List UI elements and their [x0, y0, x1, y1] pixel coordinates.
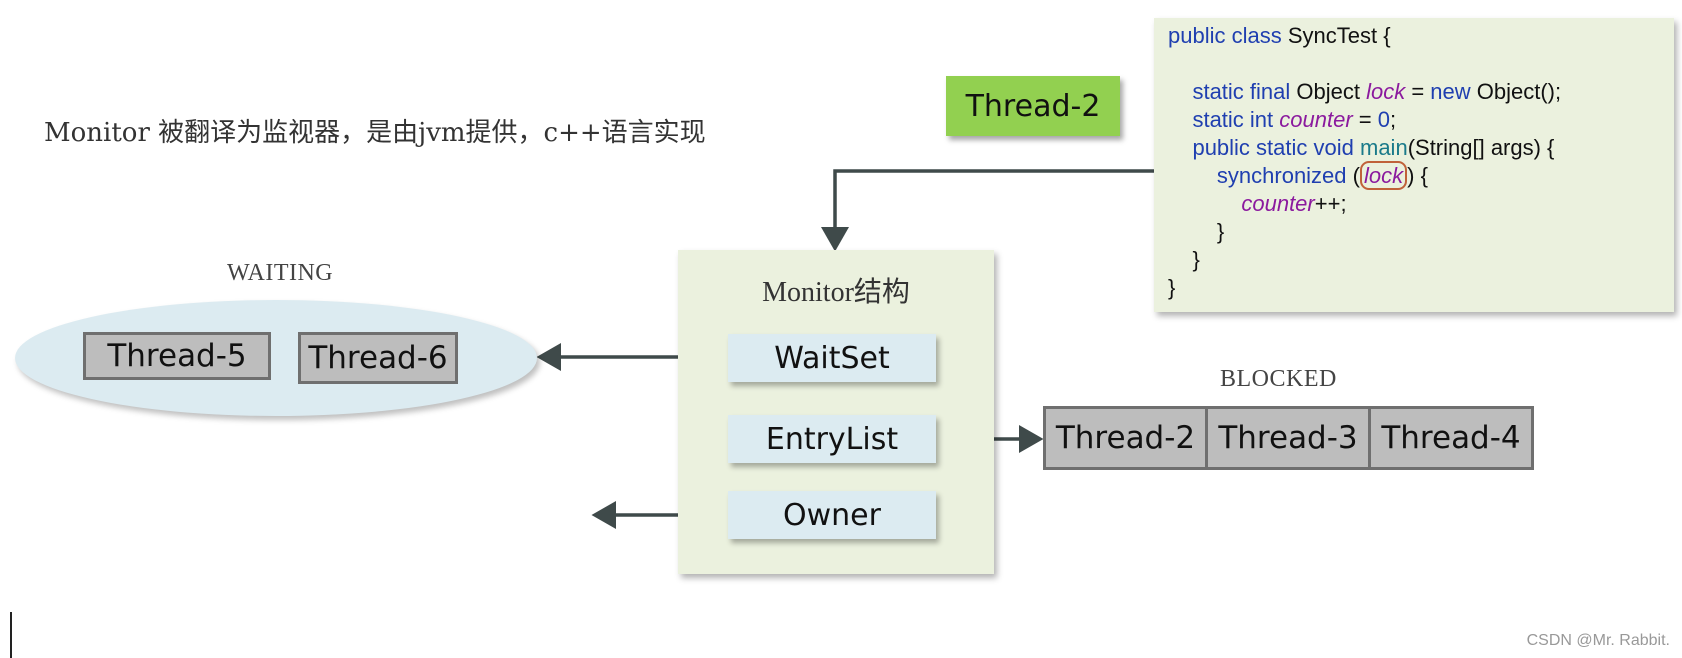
code-line-9: }	[1192, 247, 1200, 272]
code-panel	[1154, 18, 1674, 312]
code-listing: public class SyncTest { static final Obj…	[1168, 22, 1561, 302]
code-line-5: public static void main(String[] args) {	[1192, 135, 1555, 160]
code-line-2	[1168, 50, 1561, 78]
waiting-label: WAITING	[227, 260, 334, 286]
code-line-8: }	[1216, 219, 1225, 244]
watermark: CSDN @Mr. Rabbit.	[1526, 632, 1670, 649]
owner-thread-box: Thread-2	[946, 76, 1120, 136]
code-line-1: public class SyncTest {	[1168, 23, 1391, 48]
code-line-7: counter++;	[1241, 191, 1347, 216]
waitset-box: WaitSet	[728, 334, 936, 382]
text-cursor	[10, 612, 12, 658]
code-line-6: synchronized (lock) {	[1216, 161, 1428, 190]
intro-text: Monitor 被翻译为监视器，是由jvm提供，c++语言实现	[44, 118, 706, 148]
waiting-thread-5: Thread-5	[83, 332, 271, 380]
entrylist-box: EntryList	[728, 415, 936, 463]
blocked-thread-3: Thread-3	[1205, 406, 1371, 470]
code-line-4: static int counter = 0;	[1192, 107, 1397, 132]
owner-box: Owner	[728, 491, 936, 539]
monitor-title: Monitor结构	[762, 277, 910, 308]
blocked-thread-2: Thread-2	[1043, 406, 1208, 470]
code-line-3: static final Object lock = new Object();	[1192, 79, 1562, 104]
blocked-label: BLOCKED	[1220, 366, 1337, 392]
waiting-thread-6: Thread-6	[298, 332, 458, 384]
code-line-10: }	[1168, 275, 1176, 300]
blocked-thread-4: Thread-4	[1368, 406, 1534, 470]
lock-highlight: lock	[1360, 161, 1408, 190]
